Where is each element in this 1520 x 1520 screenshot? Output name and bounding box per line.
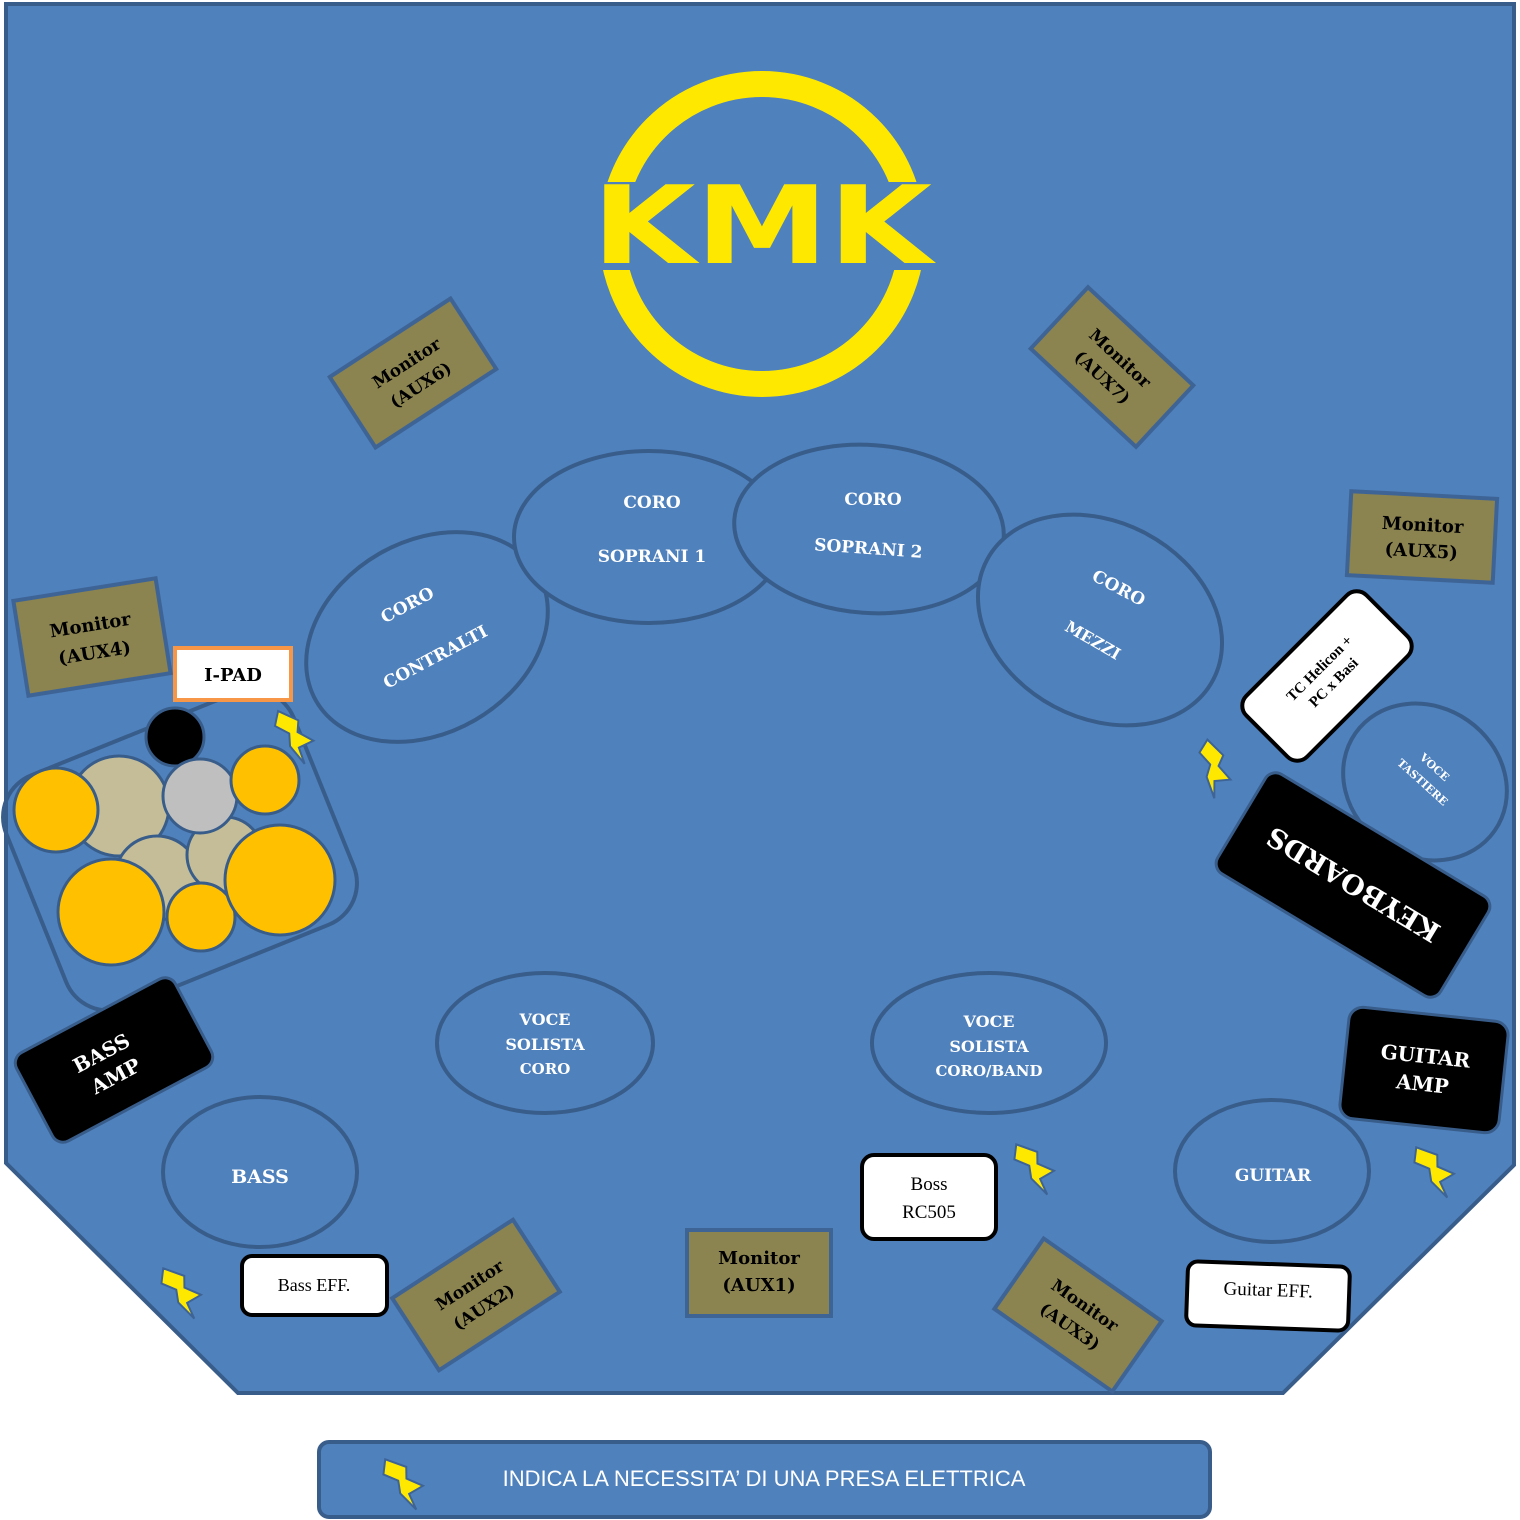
legend: INDICA LA NECESSITA’ DI UNA PRESA ELETTR… (317, 1440, 1212, 1519)
tc-helicon-box: TC Helicon + PC x Basi (1240, 589, 1414, 763)
bass-eff-label: Bass EFF. (278, 1275, 351, 1295)
guitar-position: GUITAR (1173, 1098, 1371, 1244)
logo-text: KMK (592, 164, 936, 289)
kmk-logo: KMK (590, 71, 936, 397)
monitor-aux5: Monitor (AUX5) (1344, 489, 1500, 585)
solista-label: SOLISTA (505, 1035, 585, 1054)
rc505-label: RC505 (902, 1202, 956, 1223)
guitar-label: GUITAR (1235, 1166, 1312, 1186)
choir-section-label: SOPRANI 1 (598, 547, 706, 567)
guitar-amp: GUITAR AMP (1338, 1005, 1510, 1135)
drum-orange-5 (223, 823, 337, 937)
monitor-label: Monitor (1381, 513, 1464, 538)
choir-label: CORO (844, 490, 901, 510)
monitor-aux6: Monitor (AUX6) (326, 295, 500, 451)
drum-orange-1 (12, 766, 100, 854)
solista-label: SOLISTA (949, 1037, 1029, 1056)
choir-contralti: CORO CONTRALTI (304, 530, 550, 744)
drum-orange-3 (56, 857, 166, 967)
guitar-eff-box: Guitar EFF. (1184, 1259, 1352, 1333)
monitor-label: Monitor (718, 1248, 800, 1269)
drum-kit (1, 687, 359, 1013)
bass-amp: BASS AMP (13, 976, 215, 1144)
voce-label: VOCE (519, 1010, 571, 1029)
coro-label: CORO (520, 1060, 571, 1078)
bass-eff-box: Bass EFF. (240, 1254, 389, 1317)
monitor-aux1: Monitor (AUX1) (685, 1228, 833, 1318)
choir-soprani2: CORO SOPRANI 2 (732, 442, 1006, 616)
drum-orange-2 (229, 744, 301, 816)
drum-black (144, 706, 206, 768)
bass-label: BASS (231, 1166, 289, 1188)
drum-orange-4 (165, 881, 237, 953)
choir-label: CORO (623, 493, 680, 513)
legend-text: INDICA LA NECESSITA’ DI UNA PRESA ELETTR… (503, 1466, 1026, 1491)
monitor-aux-label: (AUX5) (1384, 539, 1458, 564)
amp-label: AMP (1394, 1069, 1450, 1098)
boss-rc505-box: Boss RC505 (860, 1153, 998, 1241)
monitor-aux2: Monitor (AUX2) (389, 1216, 563, 1374)
ipad-label: I-PAD (204, 665, 262, 686)
boss-label: Boss (911, 1174, 948, 1195)
voce-solista-band: VOCE SOLISTA CORO/BAND (870, 971, 1108, 1115)
bass-position: BASS (161, 1095, 359, 1249)
voce-label: VOCE (963, 1012, 1015, 1031)
voce-solista-coro: VOCE SOLISTA CORO (435, 971, 655, 1115)
choir-mezzi: CORO MEZZI (975, 512, 1225, 728)
drum-grey (161, 757, 239, 835)
monitor-aux-label: (AUX1) (722, 1275, 795, 1296)
monitor-aux3: Monitor (AUX3) (991, 1235, 1165, 1395)
coro-band-label: CORO/BAND (935, 1062, 1042, 1080)
guitar-eff-label: Guitar EFF. (1223, 1278, 1313, 1302)
ipad-box: I-PAD (173, 646, 293, 702)
monitor-aux4: Monitor (AUX4) (11, 576, 173, 698)
